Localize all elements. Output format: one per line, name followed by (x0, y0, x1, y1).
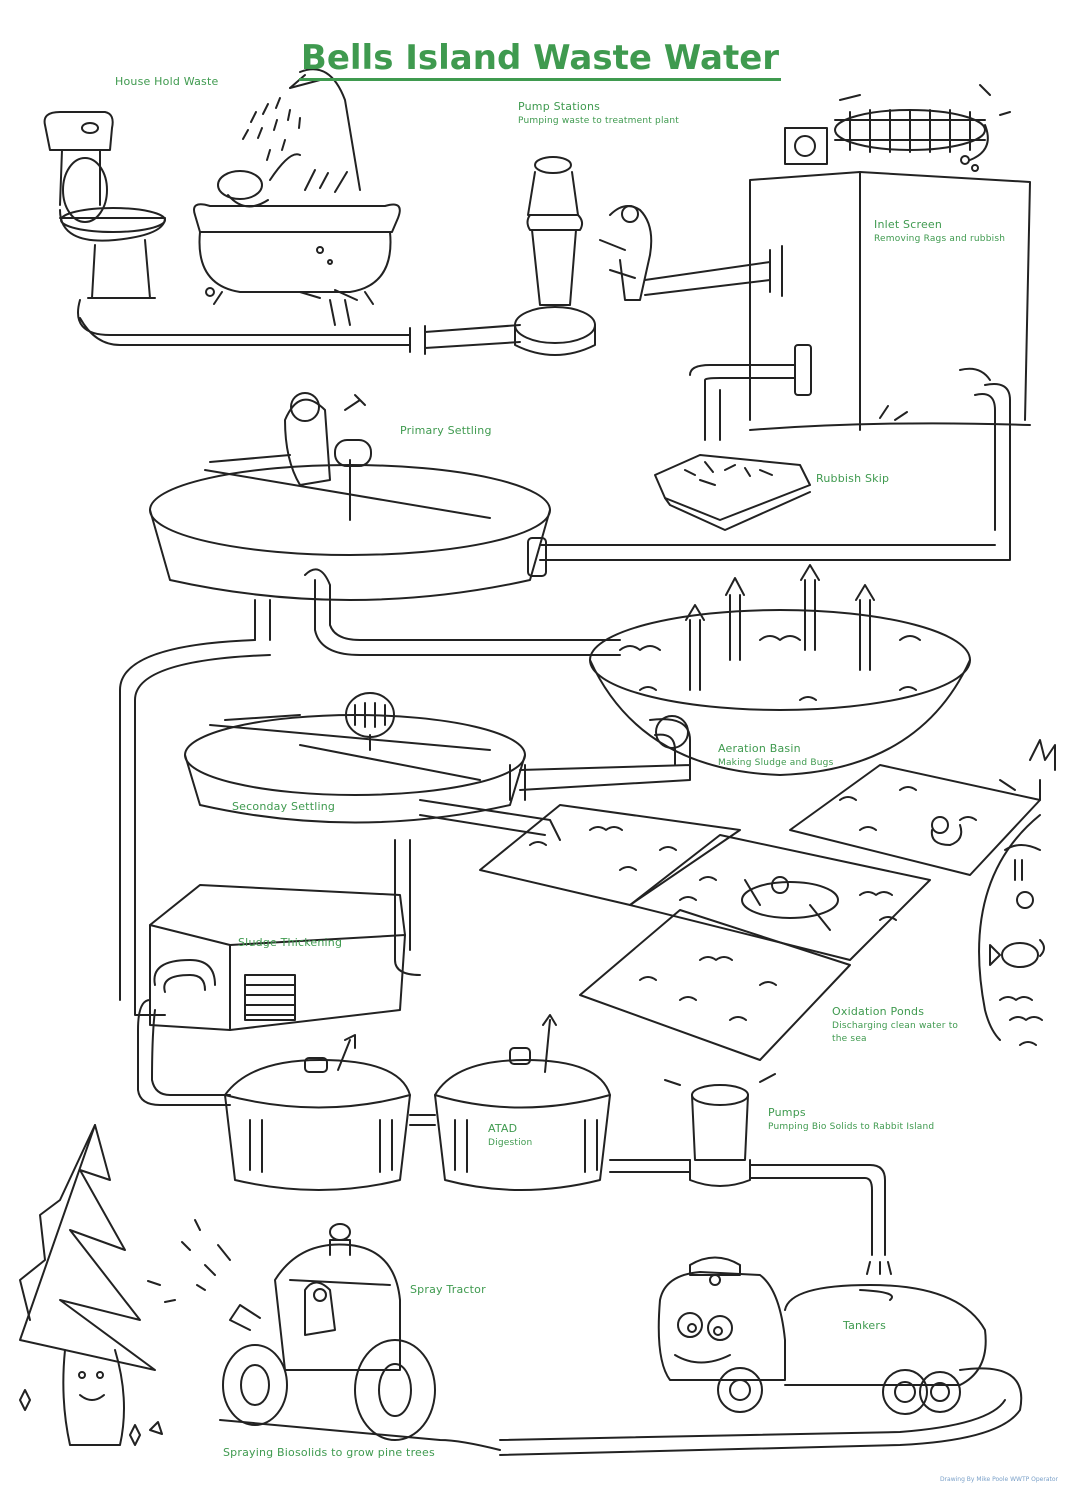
sludge-thickening-label: Sludge Thickening (238, 936, 342, 949)
spray-tractor-label: Spray Tractor (410, 1283, 486, 1296)
pumps-label: Pumps Pumping Bio Solids to Rabbit Islan… (768, 1106, 934, 1132)
pump-stations-label: Pump Stations Pumping waste to treatment… (518, 100, 679, 126)
pumps-icon (665, 1074, 891, 1274)
tankers-label: Tankers (843, 1319, 886, 1332)
pump-station-icon (515, 157, 782, 355)
house-pipe (78, 300, 410, 345)
aeration-basin-desc: Making Sludge and Bugs (718, 758, 834, 768)
primary-settling-label: Primary Settling (400, 424, 492, 437)
atad-name: ATAD (488, 1122, 517, 1135)
page-title: Bells Island Waste Water (0, 38, 1080, 78)
sludge-thickening-building (135, 885, 405, 1030)
secondary-settling-label: Seconday Settling (232, 800, 335, 813)
inlet-screen-label: Inlet Screen Removing Rags and rubbish (874, 218, 1005, 244)
pump-stations-desc: Pumping waste to treatment plant (518, 116, 679, 126)
inlet-screen-desc: Removing Rags and rubbish (874, 234, 1005, 244)
credit-text: Drawing By Mike Poole WWTP Operator (940, 1476, 1058, 1483)
secondary-settling-tank (185, 693, 690, 975)
pumps-desc: Pumping Bio Solids to Rabbit Island (768, 1122, 934, 1132)
inlet-screen-name: Inlet Screen (874, 218, 942, 231)
household-label: House Hold Waste (115, 75, 218, 88)
oxidation-ponds-desc-2: the sea (832, 1034, 958, 1044)
atad-tank-2 (435, 1015, 610, 1190)
inlet-screen-building (690, 85, 1030, 530)
atad-desc: Digestion (488, 1138, 532, 1148)
sea-area (979, 740, 1055, 1045)
pine-tree-icon (20, 1125, 162, 1445)
rubbish-skip-icon (655, 455, 810, 530)
oxidation-ponds-name: Oxidation Ponds (832, 1005, 924, 1018)
pump-stations-name: Pump Stations (518, 100, 600, 113)
aeration-basin-name: Aeration Basin (718, 742, 801, 755)
spray-tractor-icon (148, 1220, 500, 1450)
aeration-basin-label: Aeration Basin Making Sludge and Bugs (718, 742, 834, 768)
oxidation-ponds-label: Oxidation Ponds Discharging clean water … (832, 1005, 958, 1044)
atad-label: ATAD Digestion (488, 1122, 532, 1148)
spraying-label: Spraying Biosolids to grow pine trees (223, 1446, 435, 1459)
tanker-truck-icon (500, 1258, 1021, 1456)
toilet-icon (45, 112, 165, 298)
rubbish-skip-label: Rubbish Skip (816, 472, 889, 485)
bathtub-icon (194, 69, 400, 304)
oxidation-ponds-desc-1: Discharging clean water to (832, 1021, 958, 1031)
pumps-name: Pumps (768, 1106, 806, 1119)
atad-tank-1 (225, 1035, 410, 1190)
